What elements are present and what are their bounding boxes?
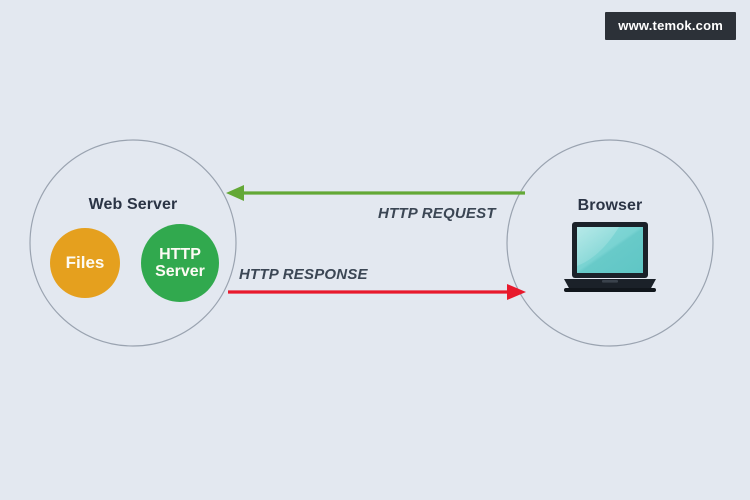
http-server-node[interactable]: HTTP Server	[141, 224, 219, 302]
http-server-label-line2: Server	[155, 263, 205, 280]
http-response-arrow	[228, 284, 526, 300]
web-server-title: Web Server	[88, 196, 178, 213]
browser-title: Browser	[577, 197, 643, 214]
http-server-label: HTTP Server	[155, 246, 205, 281]
web-server-circle	[29, 139, 237, 347]
files-label: Files	[65, 252, 105, 272]
http-response-label: HTTP RESPONSE	[239, 266, 368, 283]
http-server-label-line1: HTTP	[159, 245, 201, 263]
http-request-label: HTTP REQUEST	[378, 205, 496, 222]
watermark-badge: www.temok.com	[605, 12, 736, 40]
http-request-arrow	[226, 185, 525, 201]
browser-circle	[506, 139, 714, 347]
laptop-icon	[564, 222, 656, 292]
files-node[interactable]: Files	[50, 228, 120, 298]
